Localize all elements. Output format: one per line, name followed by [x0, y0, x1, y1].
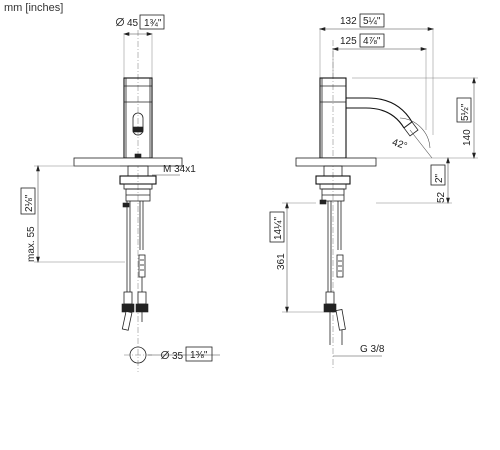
- diameter-symbol-icon: [116, 17, 125, 27]
- spout-upper: [346, 97, 413, 123]
- side-basin-plate: [295, 157, 377, 167]
- spout-height-inches: 5½": [460, 103, 471, 121]
- units-label: mm [inches]: [4, 2, 64, 14]
- hose-length-value: 361: [276, 253, 287, 270]
- overall-reach-value: 132: [340, 16, 357, 27]
- thread-label: M 34x1: [163, 164, 196, 175]
- spout-angle: 42°: [391, 137, 409, 152]
- front-view: 45 1¾" M 34x1 max. 55 2⅛": [20, 14, 220, 372]
- overall-reach-inches: 5¼": [363, 15, 381, 27]
- top-diameter-inches: 1¾": [144, 18, 162, 29]
- spout-reach-inches: 4⅞": [363, 36, 381, 47]
- spout-lower: [346, 107, 405, 129]
- top-diameter-value: 45: [127, 18, 139, 29]
- spout-tip: [403, 121, 419, 137]
- side-view: 132 5¼" 125 4⅞" 42° 140 5½": [269, 13, 478, 370]
- top-diameter-inch-box: [139, 14, 165, 30]
- hole-diameter-inches: 1⅜": [190, 350, 208, 361]
- max-thickness-inches: 2⅛": [24, 194, 35, 212]
- aerator: [132, 126, 144, 133]
- spout-reach-value: 125: [340, 36, 357, 47]
- body-height-inches: 2": [434, 173, 445, 183]
- spout-height-value: 140: [462, 129, 473, 146]
- body-height-value: 52: [436, 191, 447, 203]
- hole-diameter-symbol-icon: [160, 350, 169, 360]
- max-thickness-value: max. 55: [26, 226, 37, 262]
- hose-length-inches: 14¼": [272, 217, 284, 240]
- connection-label: G 3/8: [360, 344, 385, 355]
- hole-diameter-value: 35: [172, 351, 184, 362]
- sensor-window: [132, 112, 144, 136]
- angle-arc: [399, 117, 431, 149]
